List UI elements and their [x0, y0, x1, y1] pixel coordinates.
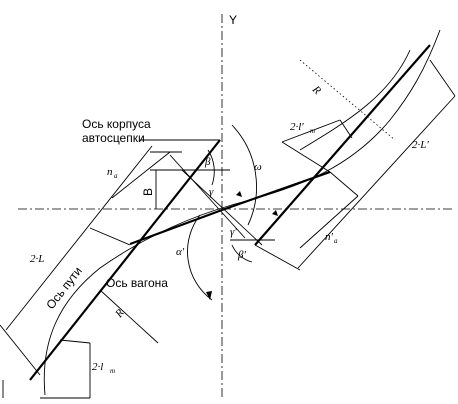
gamma-label: γ: [209, 186, 214, 198]
coupler-link-left: [129, 208, 223, 246]
svg-text:n': n': [325, 231, 334, 243]
arrow-marker-alpha: [206, 291, 212, 300]
dim-lmprime-ext1: [281, 141, 331, 173]
alpha-prime-label: α': [176, 246, 185, 258]
dim-lmprime-line: [281, 119, 341, 143]
dim-na-ext: [89, 227, 131, 246]
n-left-label: n a: [107, 166, 118, 180]
track-upper-curve: [299, 49, 411, 151]
svg-text:a: a: [114, 172, 118, 180]
arrow-marker-center: [236, 191, 242, 197]
dim-lmprime-ext2: [339, 119, 353, 139]
dim-2L-line: [5, 145, 153, 331]
svg-text:m: m: [310, 127, 315, 135]
length-2L-label: 2·L: [30, 253, 44, 265]
alpha-prime-arc: [187, 214, 213, 301]
dim-naprime-ext: [329, 171, 359, 197]
dim-2Lprime-line: [297, 95, 456, 269]
l-left-label: 2·l m: [92, 361, 115, 375]
radius-left-line: [99, 289, 159, 344]
left-car-body: [29, 139, 221, 381]
right-car-body: [254, 44, 431, 246]
svg-text:2·l': 2·l': [290, 121, 304, 133]
dim-naprime-line: [299, 195, 359, 249]
dim-2Lprime-ext-bottom: [254, 244, 301, 271]
svg-text:m: m: [110, 367, 115, 375]
beta-prime-label: β': [237, 249, 246, 261]
l-right-label: 2·l' m: [290, 121, 315, 135]
radius-right-line: [299, 59, 396, 141]
coupler-axis-label-1: Ось корпуса: [82, 117, 151, 131]
beta-label: β: [204, 156, 211, 168]
coupler-housing-axis2: [169, 154, 246, 239]
y-axis-label: Y: [229, 13, 237, 27]
n-right-label: n' a: [325, 231, 338, 245]
svg-text:n: n: [107, 166, 113, 178]
length-2Lprime-label: 2·L': [412, 139, 429, 151]
coupler-axis-label-2: автосцепки: [82, 131, 145, 145]
dim-lm-top: [59, 339, 91, 344]
arrow-marker-right: [272, 210, 278, 216]
svg-text:a: a: [334, 237, 338, 245]
beta-prime-arc: [231, 244, 253, 263]
beta-arc: [207, 149, 215, 186]
svg-text:2·l: 2·l: [92, 361, 103, 373]
omega-arc: [231, 124, 257, 226]
dim-na-line: [111, 151, 171, 199]
dim-2Lprime-ext-top: [429, 59, 456, 97]
radius-left-label: R: [112, 307, 126, 321]
gamma-prime-label: γ': [230, 226, 237, 238]
omega-label: ω: [254, 161, 262, 173]
track-axis-curve: [43, 29, 441, 396]
radius-right-label: R: [309, 83, 323, 97]
dim-2L-ext-bottom: [0, 324, 41, 376]
B-label: B: [141, 188, 155, 196]
car-axis-label: Ось вагона: [106, 276, 168, 290]
